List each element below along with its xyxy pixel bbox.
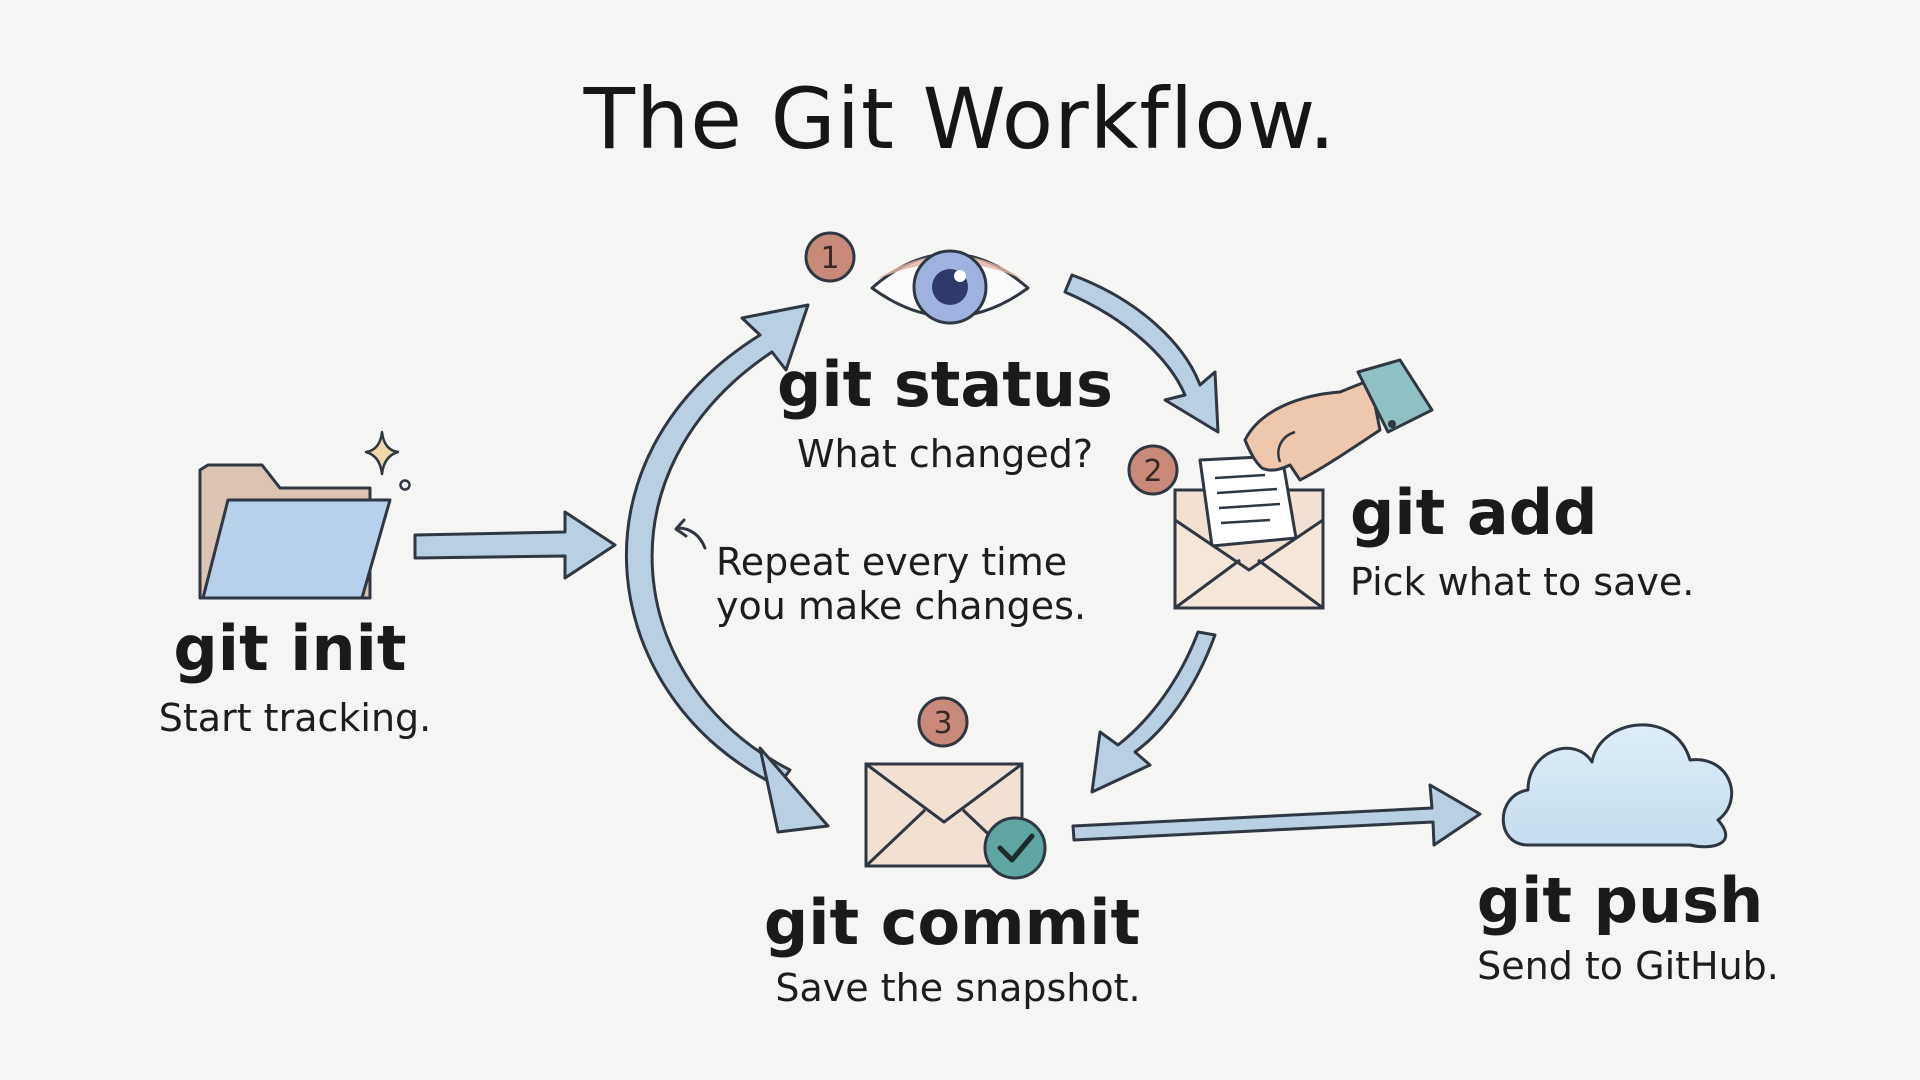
eye-icon	[870, 249, 1030, 325]
arrow-init-to-loop	[413, 510, 617, 580]
git-init-command: git init	[173, 612, 407, 685]
loop-note-line-1: Repeat every time	[716, 540, 1068, 584]
git-status-description: What changed?	[796, 432, 1094, 476]
git-push-command: git push	[1476, 864, 1764, 937]
git-init-description: Start tracking.	[158, 696, 432, 740]
arrow-loop-arc	[625, 303, 810, 788]
envelope-check-icon	[864, 762, 1047, 880]
git-add-description: Pick what to save.	[1350, 560, 1695, 604]
arrow-loop-head-commit	[758, 746, 830, 834]
git-status-command: git status	[777, 348, 1113, 421]
cloud-icon	[1501, 723, 1734, 849]
git-add-command: git add	[1350, 476, 1598, 549]
arrow-commit-to-push	[1071, 783, 1482, 847]
git-commit-command: git commit	[763, 886, 1141, 959]
folder-icon	[198, 430, 411, 600]
step-badge-1: 1	[804, 231, 856, 283]
step-badge-2: 2	[1127, 444, 1179, 496]
loop-note: Repeat every time you make changes.	[716, 540, 1086, 628]
svg-text:1: 1	[820, 241, 839, 276]
svg-text:3: 3	[933, 706, 952, 741]
arrow-add-to-commit	[1090, 630, 1217, 794]
hand-envelope-icon	[1173, 358, 1434, 610]
git-push-description: Send to GitHub.	[1477, 944, 1779, 988]
step-badge-3: 3	[917, 696, 969, 748]
git-commit-description: Save the snapshot.	[775, 966, 1141, 1010]
page-title: The Git Workflow.	[583, 70, 1337, 168]
arrow-status-to-add	[1063, 273, 1220, 434]
svg-text:2: 2	[1143, 454, 1162, 489]
note-curl-arrow	[676, 526, 707, 550]
loop-note-line-2: you make changes.	[716, 584, 1087, 628]
